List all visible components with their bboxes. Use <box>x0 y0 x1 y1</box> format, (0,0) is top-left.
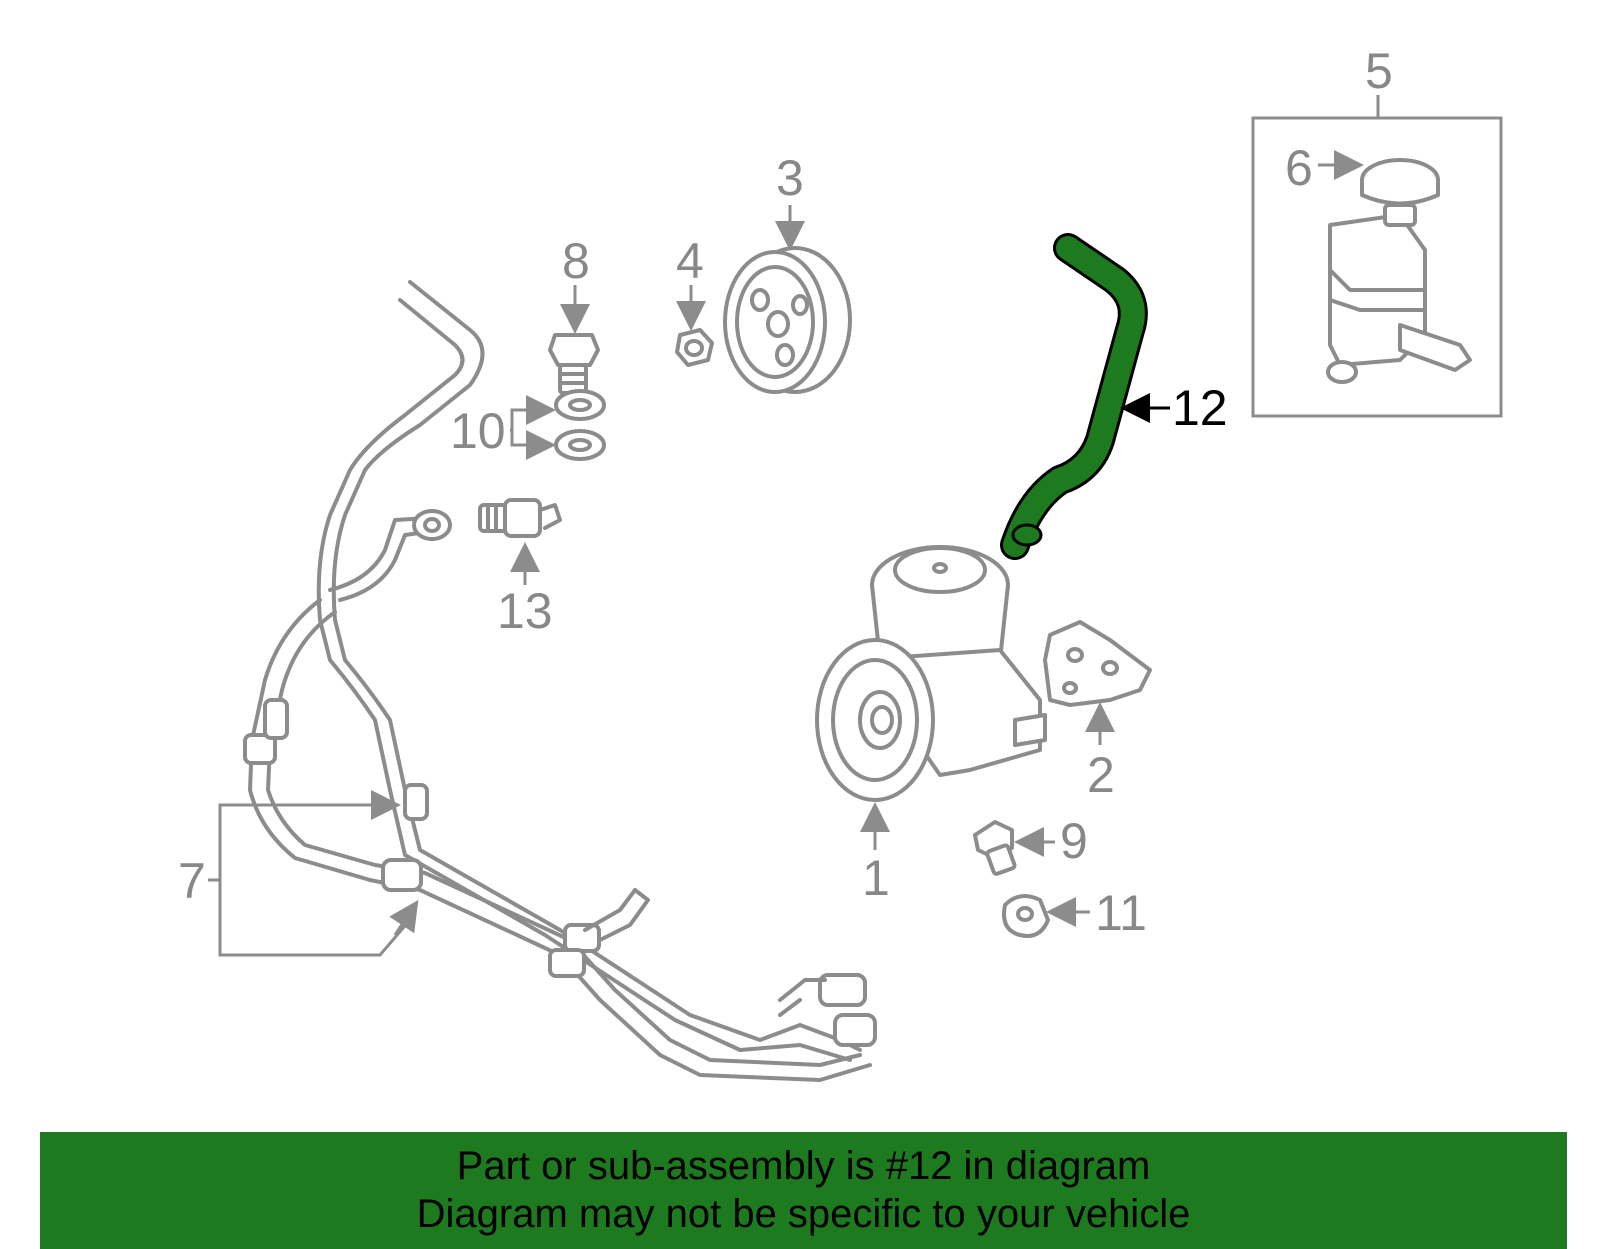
pulley-part-3[interactable] <box>723 246 852 394</box>
parts-diagram: 1 2 3 4 5 6 7 8 9 10 11 12 13 <box>178 43 1503 1082</box>
banner-line-1: Part or sub-assembly is #12 in diagram <box>456 1144 1151 1188</box>
callout-8: 8 <box>562 233 590 289</box>
hose-part-12[interactable] <box>1000 233 1148 560</box>
cap-part-6[interactable] <box>1360 158 1440 206</box>
callout-10: 10 <box>450 403 506 459</box>
nut-part-4[interactable] <box>675 328 714 367</box>
callout-13: 13 <box>497 583 553 639</box>
bracket-part-2[interactable] <box>1043 620 1152 707</box>
info-banner: Part or sub-assembly is #12 in diagram D… <box>40 1132 1567 1249</box>
bolt-part-8[interactable] <box>548 333 600 395</box>
callout-11: 11 <box>1095 885 1147 941</box>
hose-assembly-part-7[interactable] <box>243 280 877 1082</box>
callout-7: 7 <box>178 853 206 909</box>
callout-12: 12 <box>1172 380 1228 436</box>
callout-4: 4 <box>676 233 704 289</box>
bolt-part-9[interactable] <box>973 820 1017 876</box>
banner-line-2: Diagram may not be specific to your vehi… <box>416 1192 1191 1236</box>
pump-part-1[interactable] <box>815 545 1047 802</box>
switch-part-13[interactable] <box>478 498 562 538</box>
washers-part-10[interactable] <box>554 389 606 461</box>
callout-5: 5 <box>1365 43 1393 99</box>
callout-6: 6 <box>1285 140 1313 196</box>
callout-2: 2 <box>1087 747 1115 803</box>
callout-1: 1 <box>862 850 890 906</box>
reservoir-part-5[interactable] <box>1326 203 1472 384</box>
callout-9: 9 <box>1060 813 1088 869</box>
bracket-7 <box>218 803 412 957</box>
callout-3: 3 <box>776 150 804 206</box>
clip-part-11[interactable] <box>1002 894 1050 938</box>
